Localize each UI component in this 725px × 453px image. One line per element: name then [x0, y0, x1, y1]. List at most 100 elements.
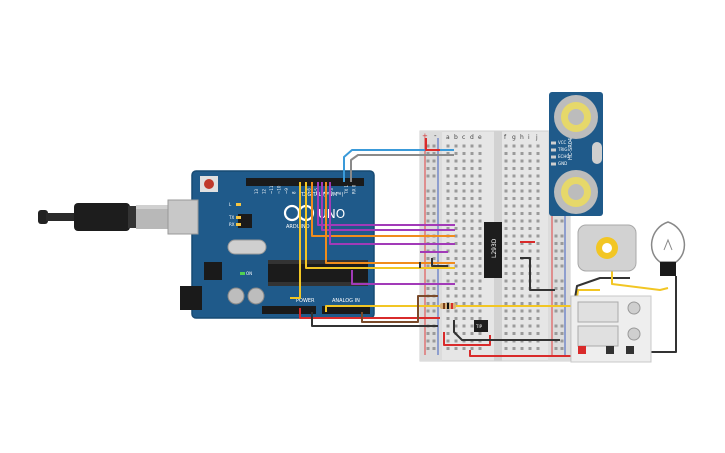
rail-hole — [426, 152, 430, 155]
breadboard-hole — [462, 167, 466, 170]
breadboard-hole — [478, 159, 482, 163]
breadboard-hole — [462, 174, 466, 178]
breadboard-hole — [520, 144, 524, 148]
rail-hole — [554, 242, 558, 245]
l-led-label: L — [229, 202, 232, 207]
breadboard-hole — [528, 144, 532, 148]
breadboard-hole — [478, 182, 482, 185]
rail-hole — [426, 309, 430, 313]
breadboard-hole — [454, 159, 458, 163]
breadboard-hole — [454, 309, 458, 313]
breadboard-hole — [454, 189, 458, 193]
breadboard-hole — [504, 212, 508, 215]
sensor-pin — [551, 141, 556, 145]
breadboard-hole — [536, 279, 540, 283]
breadboard-hole — [478, 189, 482, 193]
breadboard-hole — [520, 242, 524, 245]
breadboard-hole — [446, 317, 450, 320]
rail-hole — [432, 152, 436, 155]
breadboard-hole — [446, 212, 450, 215]
analog-header — [322, 306, 370, 314]
breadboard-hole — [478, 174, 482, 178]
rail-hole — [554, 264, 558, 268]
digital-pin-label: 2 — [337, 191, 342, 194]
breadboard-hole — [528, 324, 532, 328]
breadboard-hole — [454, 264, 458, 268]
rail-hole — [432, 309, 436, 313]
breadboard-hole — [504, 317, 508, 320]
breadboard-hole — [462, 204, 466, 208]
breadboard-hole — [520, 167, 524, 170]
breadboard-hole — [504, 197, 508, 200]
wire-5v — [299, 308, 440, 319]
breadboard-hole — [512, 152, 516, 155]
rail-hole — [560, 242, 564, 245]
rail-hole — [560, 249, 564, 253]
breadboard-hole — [478, 257, 482, 260]
breadboard-hole — [446, 309, 450, 313]
reset-button[interactable] — [204, 179, 214, 189]
breadboard-hole — [470, 197, 474, 200]
breadboard-hole — [520, 152, 524, 155]
wire-lamp-yellow — [611, 268, 669, 291]
breadboard-hole — [504, 332, 508, 335]
rail-hole — [560, 347, 564, 350]
rx-led-label: RX — [229, 222, 235, 227]
wire-loop-red — [443, 332, 491, 346]
column-label: f — [504, 134, 507, 141]
digital-pin-label: 7 — [299, 191, 304, 194]
breadboard-hole — [536, 287, 540, 290]
breadboard-hole — [512, 324, 516, 328]
breadboard-hole — [446, 189, 450, 193]
breadboard-hole — [470, 324, 474, 328]
breadboard-hole — [512, 167, 516, 170]
breadboard-hole — [454, 174, 458, 178]
rail-hole — [554, 249, 558, 253]
breadboard-hole — [478, 219, 482, 223]
rail-hole — [426, 212, 430, 215]
rail-hole — [432, 287, 436, 290]
breadboard-hole — [520, 294, 524, 298]
column-label: a — [446, 134, 450, 141]
column-label: c — [462, 134, 465, 141]
breadboard-hole — [478, 197, 482, 200]
breadboard-hole — [454, 144, 458, 148]
tx-led-label: TX — [228, 215, 234, 220]
breadboard-hole — [454, 182, 458, 185]
rail-hole — [426, 159, 430, 163]
breadboard-hole — [512, 144, 516, 148]
breadboard-hole — [536, 152, 540, 155]
breadboard-hole — [504, 249, 508, 253]
rail-hole — [560, 339, 564, 343]
breadboard-hole — [520, 317, 524, 320]
breadboard-hole — [536, 264, 540, 268]
breadboard-hole — [478, 317, 482, 320]
breadboard-hole — [512, 287, 516, 290]
sensor-label: HC-SR04 — [568, 138, 574, 160]
sensor-pin-label: TRIG — [557, 147, 568, 152]
breadboard-hole — [536, 182, 540, 185]
wire-ground-loop — [453, 320, 560, 341]
column-label: d — [470, 134, 474, 141]
breadboard-hole — [454, 257, 458, 260]
sensor-pin-label: VCC — [558, 140, 567, 145]
breadboard-hole — [520, 332, 524, 335]
breadboard-hole — [446, 227, 450, 230]
breadboard-hole — [446, 197, 450, 200]
chip-label: L293D — [491, 238, 498, 258]
breadboard-hole — [470, 174, 474, 178]
breadboard-hole — [446, 182, 450, 185]
breadboard-hole — [504, 174, 508, 178]
breadboard-hole — [462, 219, 466, 223]
breadboard-hole — [470, 272, 474, 275]
breadboard-hole — [520, 324, 524, 328]
digital-pin-label: 12 — [262, 188, 267, 194]
column-label: h — [520, 134, 524, 141]
breadboard-hole — [536, 144, 540, 148]
breadboard-hole — [512, 294, 516, 298]
breadboard-hole — [504, 294, 508, 298]
breadboard-hole — [520, 287, 524, 290]
breadboard-hole — [528, 347, 532, 350]
digital-pin-label: ~6 — [307, 188, 312, 194]
breadboard-hole — [454, 302, 458, 305]
